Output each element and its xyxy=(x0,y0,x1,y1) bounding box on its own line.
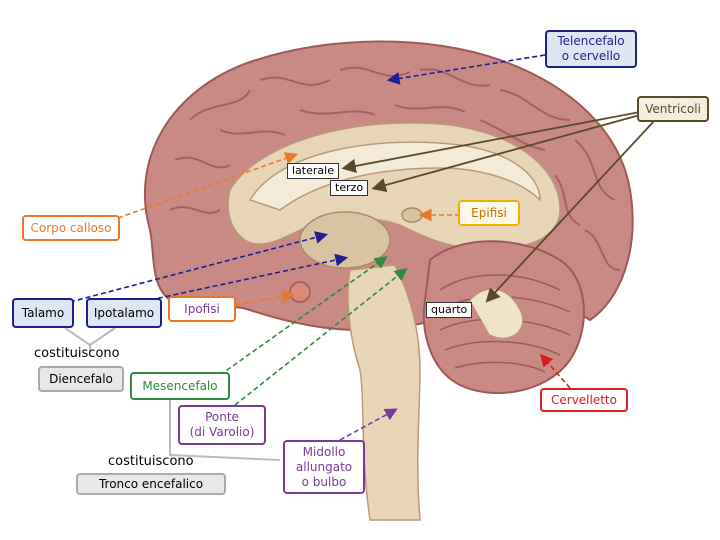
arrow-cervelletto xyxy=(539,353,571,389)
label-cervelletto: Cervelletto xyxy=(540,388,628,412)
label-corpo-calloso: Corpo calloso xyxy=(22,215,120,241)
arrow-talamo xyxy=(69,231,329,303)
arrow-ventricoli-quarto xyxy=(485,119,656,303)
arrow-mesencefalo xyxy=(219,256,388,376)
label-tronco-encefalico: Tronco encefalico xyxy=(76,473,226,495)
gyri-lines xyxy=(169,66,621,271)
label-ponte: Ponte (di Varolio) xyxy=(178,405,266,445)
arrow-ventricoli-terzo xyxy=(371,114,641,193)
label-ipotalamo: Ipotalamo xyxy=(86,298,162,328)
connector-diencefalo xyxy=(64,327,116,347)
label-mesencefalo: Mesencefalo xyxy=(130,372,230,400)
arrow-midollo xyxy=(339,408,398,441)
arrow-telencefalo xyxy=(386,54,546,85)
arrow-ventricoli-laterale xyxy=(341,111,641,174)
arrow-ponte xyxy=(234,268,408,406)
label-talamo: Talamo xyxy=(12,298,74,328)
label-midollo: Midollo allungato o bulbo xyxy=(283,440,365,494)
pineal-shape xyxy=(401,207,423,223)
label-epifisi: Epifisi xyxy=(458,200,520,226)
thalamus-shape xyxy=(299,211,391,269)
arrow-corpo-calloso xyxy=(117,152,299,219)
label-ventricolo-terzo: terzo xyxy=(330,180,369,196)
label-telencefalo: Telencefalo o cervello xyxy=(545,30,637,68)
brainstem-shape xyxy=(347,264,421,521)
label-ventricolo-quarto: quarto xyxy=(426,302,473,318)
label-diencefalo: Diencefalo xyxy=(38,366,124,392)
label-ventricolo-laterale: laterale xyxy=(287,163,339,179)
label-ventricoli: Ventricoli xyxy=(637,96,709,122)
corpus-callosum xyxy=(248,141,541,211)
arrow-ipofisi xyxy=(235,290,296,306)
text-costituiscono-diencefalo: costituiscono xyxy=(34,346,120,361)
text-costituiscono-tronco: costituiscono xyxy=(108,454,194,469)
arrow-ipotalamo xyxy=(149,253,349,301)
label-ipofisi: Ipofisi xyxy=(168,296,236,322)
connector-tronco xyxy=(169,400,281,461)
pituitary-shape xyxy=(289,281,311,303)
